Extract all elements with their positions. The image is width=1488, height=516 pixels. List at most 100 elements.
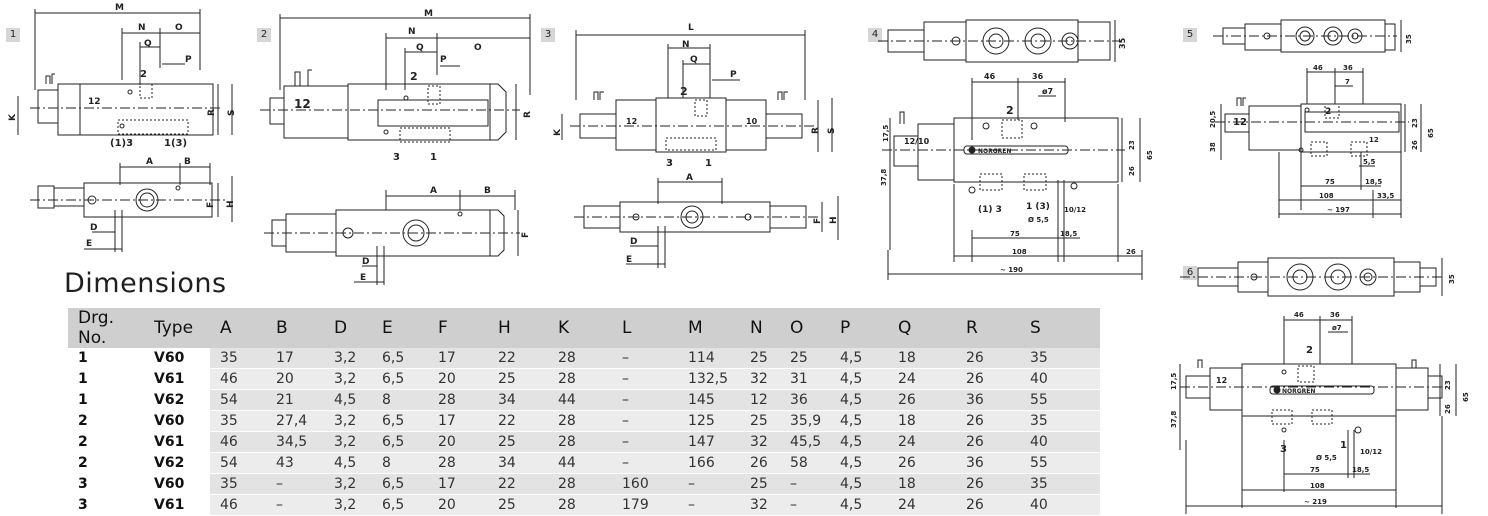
drawing-4: 35 46 36 ø7 NORGREN 2 12/10 (1) 3 1 (3) … <box>860 0 1175 285</box>
port-2: 2 <box>410 70 418 83</box>
dim-B: B <box>484 186 491 196</box>
dimension-cell: 32 <box>740 494 780 516</box>
dim-26: 26 <box>1444 404 1452 414</box>
type-cell: V62 <box>144 452 210 474</box>
dim-46: 46 <box>1313 64 1323 72</box>
dimension-cell: 35 <box>210 473 266 495</box>
dimension-cell: 28 <box>548 431 612 453</box>
dimension-cell: 28 <box>428 389 488 411</box>
type-cell: V61 <box>144 431 210 453</box>
port-1: 1 <box>1340 440 1347 451</box>
dim-36: 36 <box>1343 64 1353 72</box>
dimension-cell: 34,5 <box>266 431 324 453</box>
dimension-cell: 26 <box>956 368 1020 390</box>
port-12: 12 <box>1233 117 1247 128</box>
dim-75: 75 <box>1310 466 1320 474</box>
dimension-cell: 43 <box>266 452 324 474</box>
dimension-cell: 32 <box>740 431 780 453</box>
dimension-cell: 40 <box>1020 368 1100 390</box>
dim-46: 46 <box>1294 311 1304 319</box>
type-cell: V60 <box>144 348 210 369</box>
drawing-number-cell: 2 <box>68 452 144 474</box>
dim-Q: Q <box>144 39 152 49</box>
dim-108: 108 <box>1319 192 1334 200</box>
dimension-cell: 6,5 <box>372 410 428 432</box>
dimension-cell: – <box>266 473 324 495</box>
dim-65: 65 <box>1427 128 1435 138</box>
dim-R: R <box>811 127 821 134</box>
dim-A: A <box>430 186 437 196</box>
dimension-cell: 46 <box>210 368 266 390</box>
port-13b: 1 (3) <box>1026 202 1050 212</box>
dim-D: D <box>630 237 637 247</box>
dimension-cell: 6,5 <box>372 348 428 369</box>
port-2: 2 <box>1325 107 1331 117</box>
dimension-cell: 26 <box>956 473 1020 495</box>
dimensions-heading: Dimensions <box>64 268 227 299</box>
dimension-cell: 28 <box>548 473 612 495</box>
brand-label: NORGREN <box>1282 388 1315 395</box>
dimension-cell: 166 <box>678 452 740 474</box>
dim-108: 108 <box>1310 482 1325 490</box>
dim-Q: Q <box>690 55 698 65</box>
column-header: S <box>1020 308 1100 348</box>
dimension-cell: – <box>612 389 678 411</box>
dim-S: S <box>827 128 837 134</box>
port-13b: 1(3) <box>164 138 187 149</box>
drawing-3: L N Q P 12 10 2 3 1 K R S A F H D E <box>540 0 850 275</box>
port-10: 10 <box>746 117 758 126</box>
dim-46: 46 <box>984 72 996 81</box>
dimension-cell: 28 <box>548 348 612 369</box>
dim-185: 18,5 <box>1352 466 1369 474</box>
type-cell: V60 <box>144 473 210 495</box>
drawing-5: 35 46 36 7 12 2 12 20,5 38 23 26 65 5,5 … <box>1175 0 1488 240</box>
dim-E: E <box>86 239 92 249</box>
dimension-cell: 28 <box>548 494 612 516</box>
dimension-cell: 21 <box>266 389 324 411</box>
column-header: P <box>830 308 888 348</box>
dimension-cell: 18 <box>888 348 956 369</box>
dim-185: 18,5 <box>1060 230 1077 238</box>
dim-o7: ø7 <box>1332 324 1342 332</box>
dim-F: F <box>206 202 216 208</box>
dim-A: A <box>146 157 153 167</box>
dimension-cell: 20 <box>428 494 488 516</box>
dimension-cell: – <box>780 473 830 495</box>
dimension-cell: 8 <box>372 452 428 474</box>
type-cell: V62 <box>144 389 210 411</box>
dimension-cell: 20 <box>428 431 488 453</box>
dimension-cell: 6,5 <box>372 494 428 516</box>
dim-N: N <box>138 23 146 33</box>
dim-175: 17,5 <box>1170 373 1178 390</box>
dimension-cell: 160 <box>612 473 678 495</box>
column-header: B <box>266 308 324 348</box>
dimension-cell: 45,5 <box>780 431 830 453</box>
dimension-cell: 44 <box>548 452 612 474</box>
dim-219: ~ 219 <box>1304 498 1327 506</box>
drawing-number-cell: 2 <box>68 410 144 432</box>
dim-A: A <box>686 173 693 183</box>
dim-F: F <box>813 218 823 224</box>
dimension-cell: 25 <box>740 473 780 495</box>
dim-35: 35 <box>1448 274 1456 284</box>
dimension-cell: 26 <box>956 494 1020 516</box>
column-header: Q <box>888 308 956 348</box>
dimension-cell: 40 <box>1020 494 1100 516</box>
dimension-cell: – <box>612 348 678 369</box>
dimension-cell: 20 <box>428 368 488 390</box>
dim-75: 75 <box>1325 178 1335 186</box>
dim-P: P <box>730 70 737 80</box>
dimension-cell: 3,2 <box>324 410 372 432</box>
dim-36: 36 <box>1032 72 1044 81</box>
column-header: A <box>210 308 266 348</box>
dimension-cell: 4,5 <box>830 452 888 474</box>
dim-55: Ø 5,5 <box>1028 216 1049 224</box>
column-header: R <box>956 308 1020 348</box>
dimension-cell: – <box>612 410 678 432</box>
dim-55: 5,5 <box>1363 158 1376 166</box>
